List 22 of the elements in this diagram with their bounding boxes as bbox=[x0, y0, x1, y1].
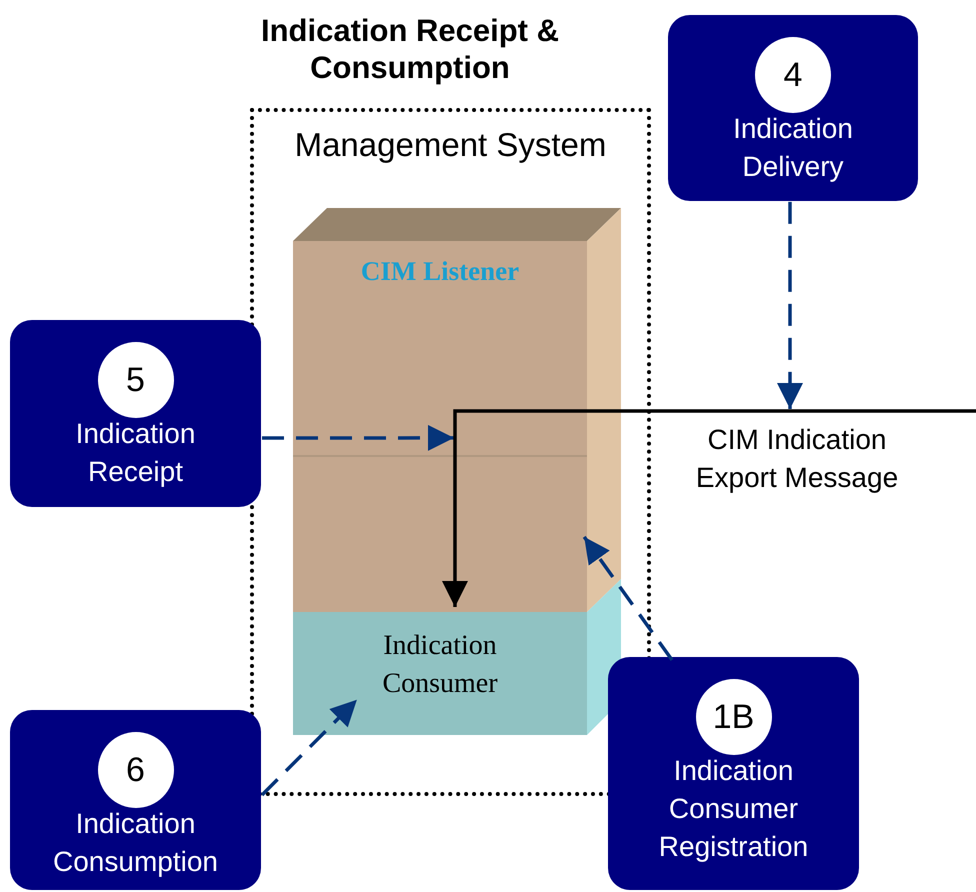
boundary-heading: Management System bbox=[294, 126, 608, 164]
step-label: Indication Delivery bbox=[732, 112, 854, 184]
step-box bbox=[10, 320, 261, 507]
step-box bbox=[608, 657, 859, 890]
step-label: Indication Consumption bbox=[52, 807, 219, 879]
step-label: Indication Receipt bbox=[74, 417, 196, 489]
step-number: 1B bbox=[696, 679, 772, 755]
diagram-title: Indication Receipt & Consumption bbox=[260, 12, 560, 86]
arrow bbox=[260, 698, 358, 796]
step-number: 6 bbox=[98, 732, 174, 808]
arrow bbox=[442, 409, 976, 607]
component-label: Indication Consumer bbox=[381, 629, 499, 701]
step-box bbox=[668, 15, 918, 201]
component-label: CIM Listener bbox=[360, 256, 520, 287]
step-number: 5 bbox=[98, 342, 174, 418]
system-boundary bbox=[250, 108, 651, 796]
arrow bbox=[777, 202, 803, 409]
arrow bbox=[582, 536, 674, 662]
step-box bbox=[10, 710, 261, 890]
step-label: Indication Consumer Registration bbox=[658, 754, 810, 864]
arrow bbox=[262, 424, 454, 451]
step-number: 4 bbox=[755, 37, 831, 113]
